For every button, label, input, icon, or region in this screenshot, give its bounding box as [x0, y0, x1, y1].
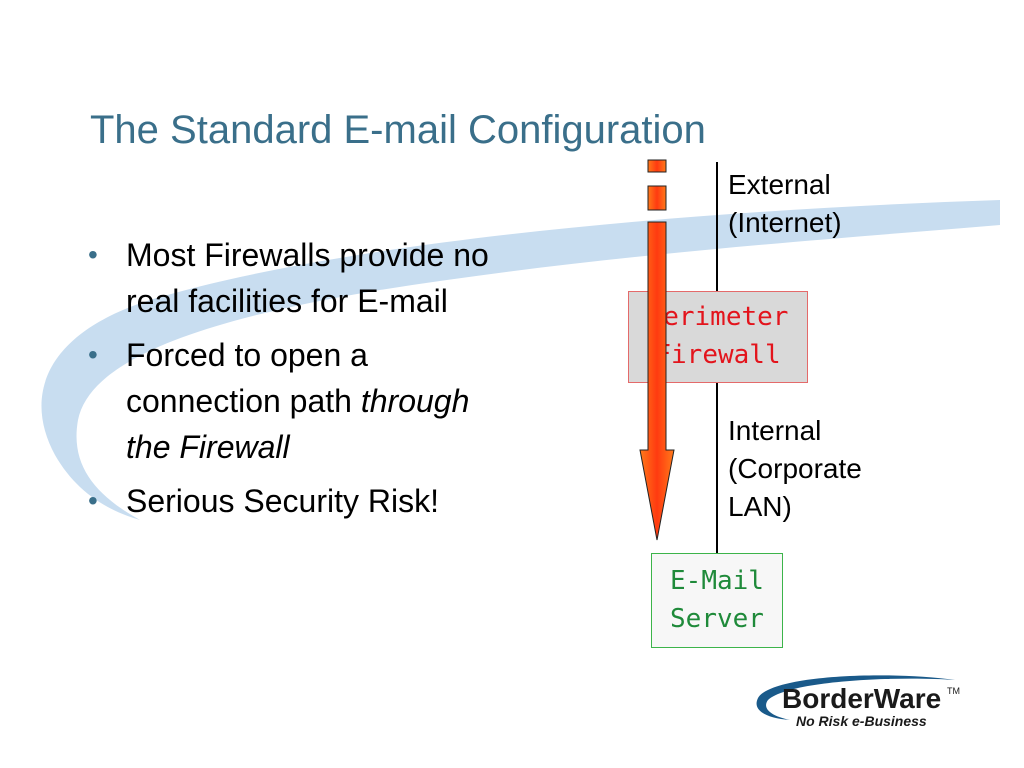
mail-line2: Server — [670, 604, 764, 634]
logo-tagline: No Risk e-Business — [796, 713, 927, 729]
external-label-line1: External — [728, 169, 831, 200]
firewall-line2: Firewall — [655, 340, 781, 370]
slide-title: The Standard E-mail Configuration — [90, 108, 706, 152]
boundary-line-middle — [716, 383, 718, 555]
internal-label-line3: LAN) — [728, 491, 792, 522]
bullet-dot-icon: • — [88, 239, 98, 270]
bullet-text: Forced to open a connection path — [126, 337, 368, 419]
bullet-list: • Most Firewalls provide no real facilit… — [88, 232, 508, 532]
bullet-text: Most Firewalls provide no real facilitie… — [126, 237, 489, 319]
bullet-dot-icon: • — [88, 339, 98, 370]
internal-label: Internal (Corporate LAN) — [728, 412, 862, 526]
firewall-line1: Perimeter — [647, 302, 789, 332]
boundary-line-top — [716, 162, 718, 292]
external-label-line2: (Internet) — [728, 207, 842, 238]
internal-label-line1: Internal — [728, 415, 822, 446]
internal-label-line2: (Corporate — [728, 453, 862, 484]
borderware-logo: BorderWare TM No Risk e-Business — [756, 675, 960, 729]
bullet-item: • Serious Security Risk! — [88, 478, 508, 524]
logo-tm: TM — [947, 686, 960, 696]
bullet-item: • Most Firewalls provide no real facilit… — [88, 232, 508, 324]
bullet-emphasis: through the Firewall — [126, 383, 470, 465]
mail-line1: E-Mail — [670, 566, 764, 596]
email-server-box: E-Mail Server — [651, 553, 783, 648]
logo-name: BorderWare — [782, 683, 941, 714]
connection-arrow-icon — [639, 159, 675, 541]
bullet-text: Serious Security Risk! — [126, 483, 439, 519]
bullet-dot-icon: • — [88, 485, 98, 516]
external-label: External (Internet) — [728, 166, 842, 242]
bullet-item: • Forced to open a connection path throu… — [88, 332, 508, 470]
